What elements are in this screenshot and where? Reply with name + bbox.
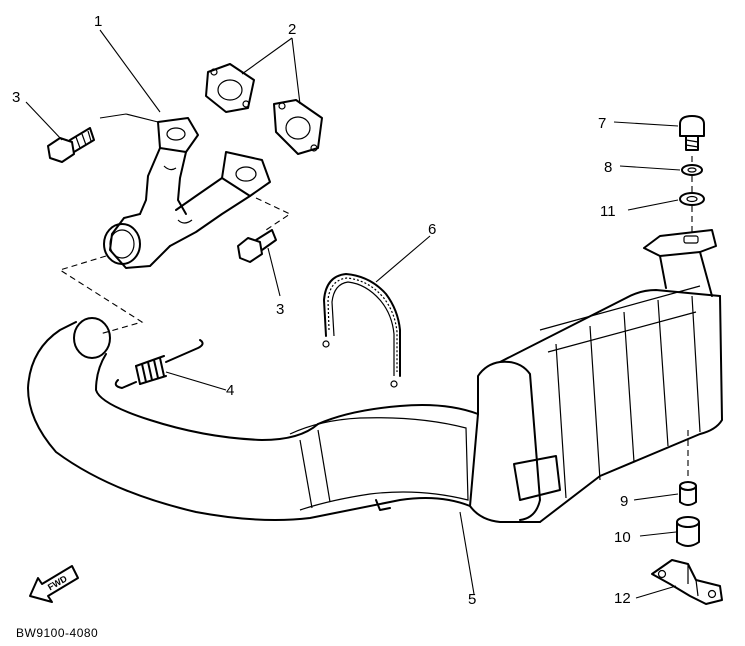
exhaust-manifold <box>103 117 271 269</box>
callout-8: 8 <box>604 159 612 176</box>
drawing-code: BW9100-4080 <box>16 626 98 640</box>
leader-lines <box>25 29 681 599</box>
alignment-lines <box>58 156 693 480</box>
callout-1: 1 <box>94 13 102 30</box>
gasket-upper <box>205 63 255 113</box>
callout-3-upper: 3 <box>12 89 20 106</box>
exhaust-spring <box>114 339 204 389</box>
callouts: 1 2 3 3 4 5 6 7 8 9 10 11 12 <box>12 13 631 608</box>
callout-9: 9 <box>620 493 628 510</box>
gasket-lower <box>273 99 323 155</box>
callout-10: 10 <box>614 529 631 546</box>
bolt-lower <box>237 229 277 263</box>
bolt-7 <box>679 115 705 151</box>
bracket-12 <box>651 559 723 605</box>
collar-9 <box>679 481 697 506</box>
washer-11 <box>679 192 705 206</box>
hose-cable <box>322 273 401 388</box>
callout-4: 4 <box>226 382 234 399</box>
grommet-10 <box>676 516 700 547</box>
forward-arrow-icon: FWD <box>29 565 79 603</box>
callout-2: 2 <box>288 21 296 38</box>
callout-6: 6 <box>428 221 436 238</box>
muffler-assembly <box>27 229 723 523</box>
callout-3-lower: 3 <box>276 301 284 318</box>
callout-7: 7 <box>598 115 606 132</box>
washer-8 <box>681 164 703 176</box>
callout-11: 11 <box>600 203 616 220</box>
callout-5: 5 <box>468 591 476 608</box>
callout-12: 12 <box>614 590 631 607</box>
